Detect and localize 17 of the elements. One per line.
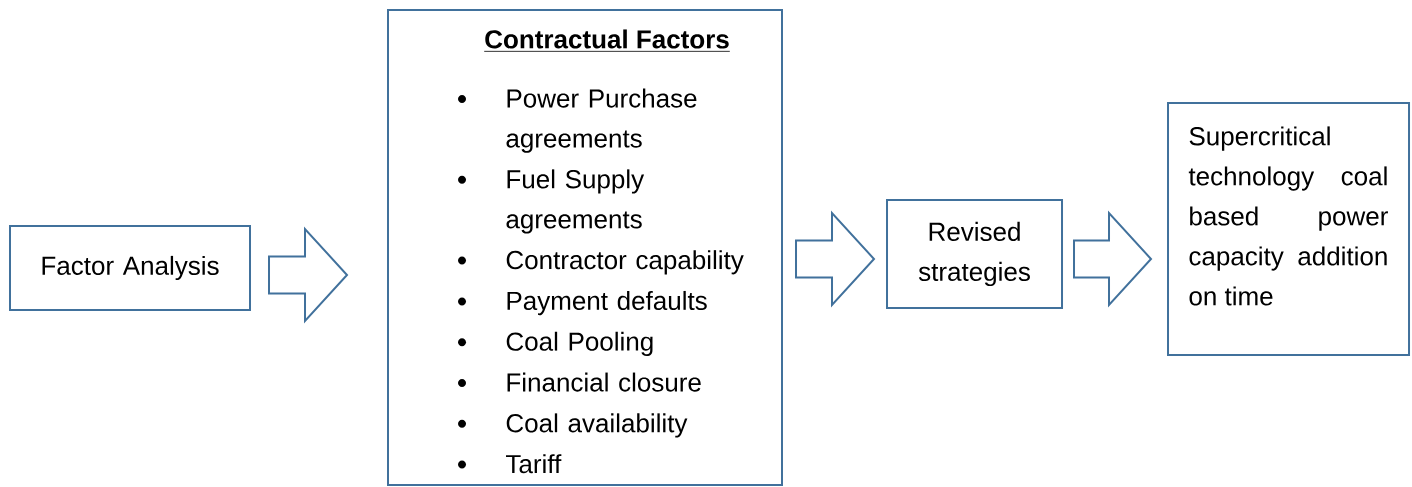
process-box: Factor Analysis: [9, 225, 251, 311]
process-box: Revised strategies: [886, 199, 1063, 309]
block-arrow: [1073, 210, 1153, 308]
bullet-item: Fuel Supply agreements: [506, 169, 645, 234]
bullet-item: Payment defaults: [507, 290, 707, 316]
process-box: [387, 9, 783, 486]
block-arrow: [795, 210, 876, 308]
process-box: [1167, 102, 1411, 356]
bullet-item: Tariff: [506, 454, 562, 474]
bullet-item: Coal availability: [506, 413, 688, 438]
bullet-item: Financial closure: [507, 372, 701, 392]
bullet-item: Contractor capability: [506, 250, 744, 275]
block-arrow: [268, 226, 349, 324]
bullet-item: Coal Pooling: [506, 331, 653, 356]
box-text: Supercritical technology coal based power capacity addition on time: [1188, 126, 1388, 306]
bullet-item: Power Purchase agreements: [506, 88, 697, 153]
heading: Contractual Factors: [483, 29, 731, 52]
